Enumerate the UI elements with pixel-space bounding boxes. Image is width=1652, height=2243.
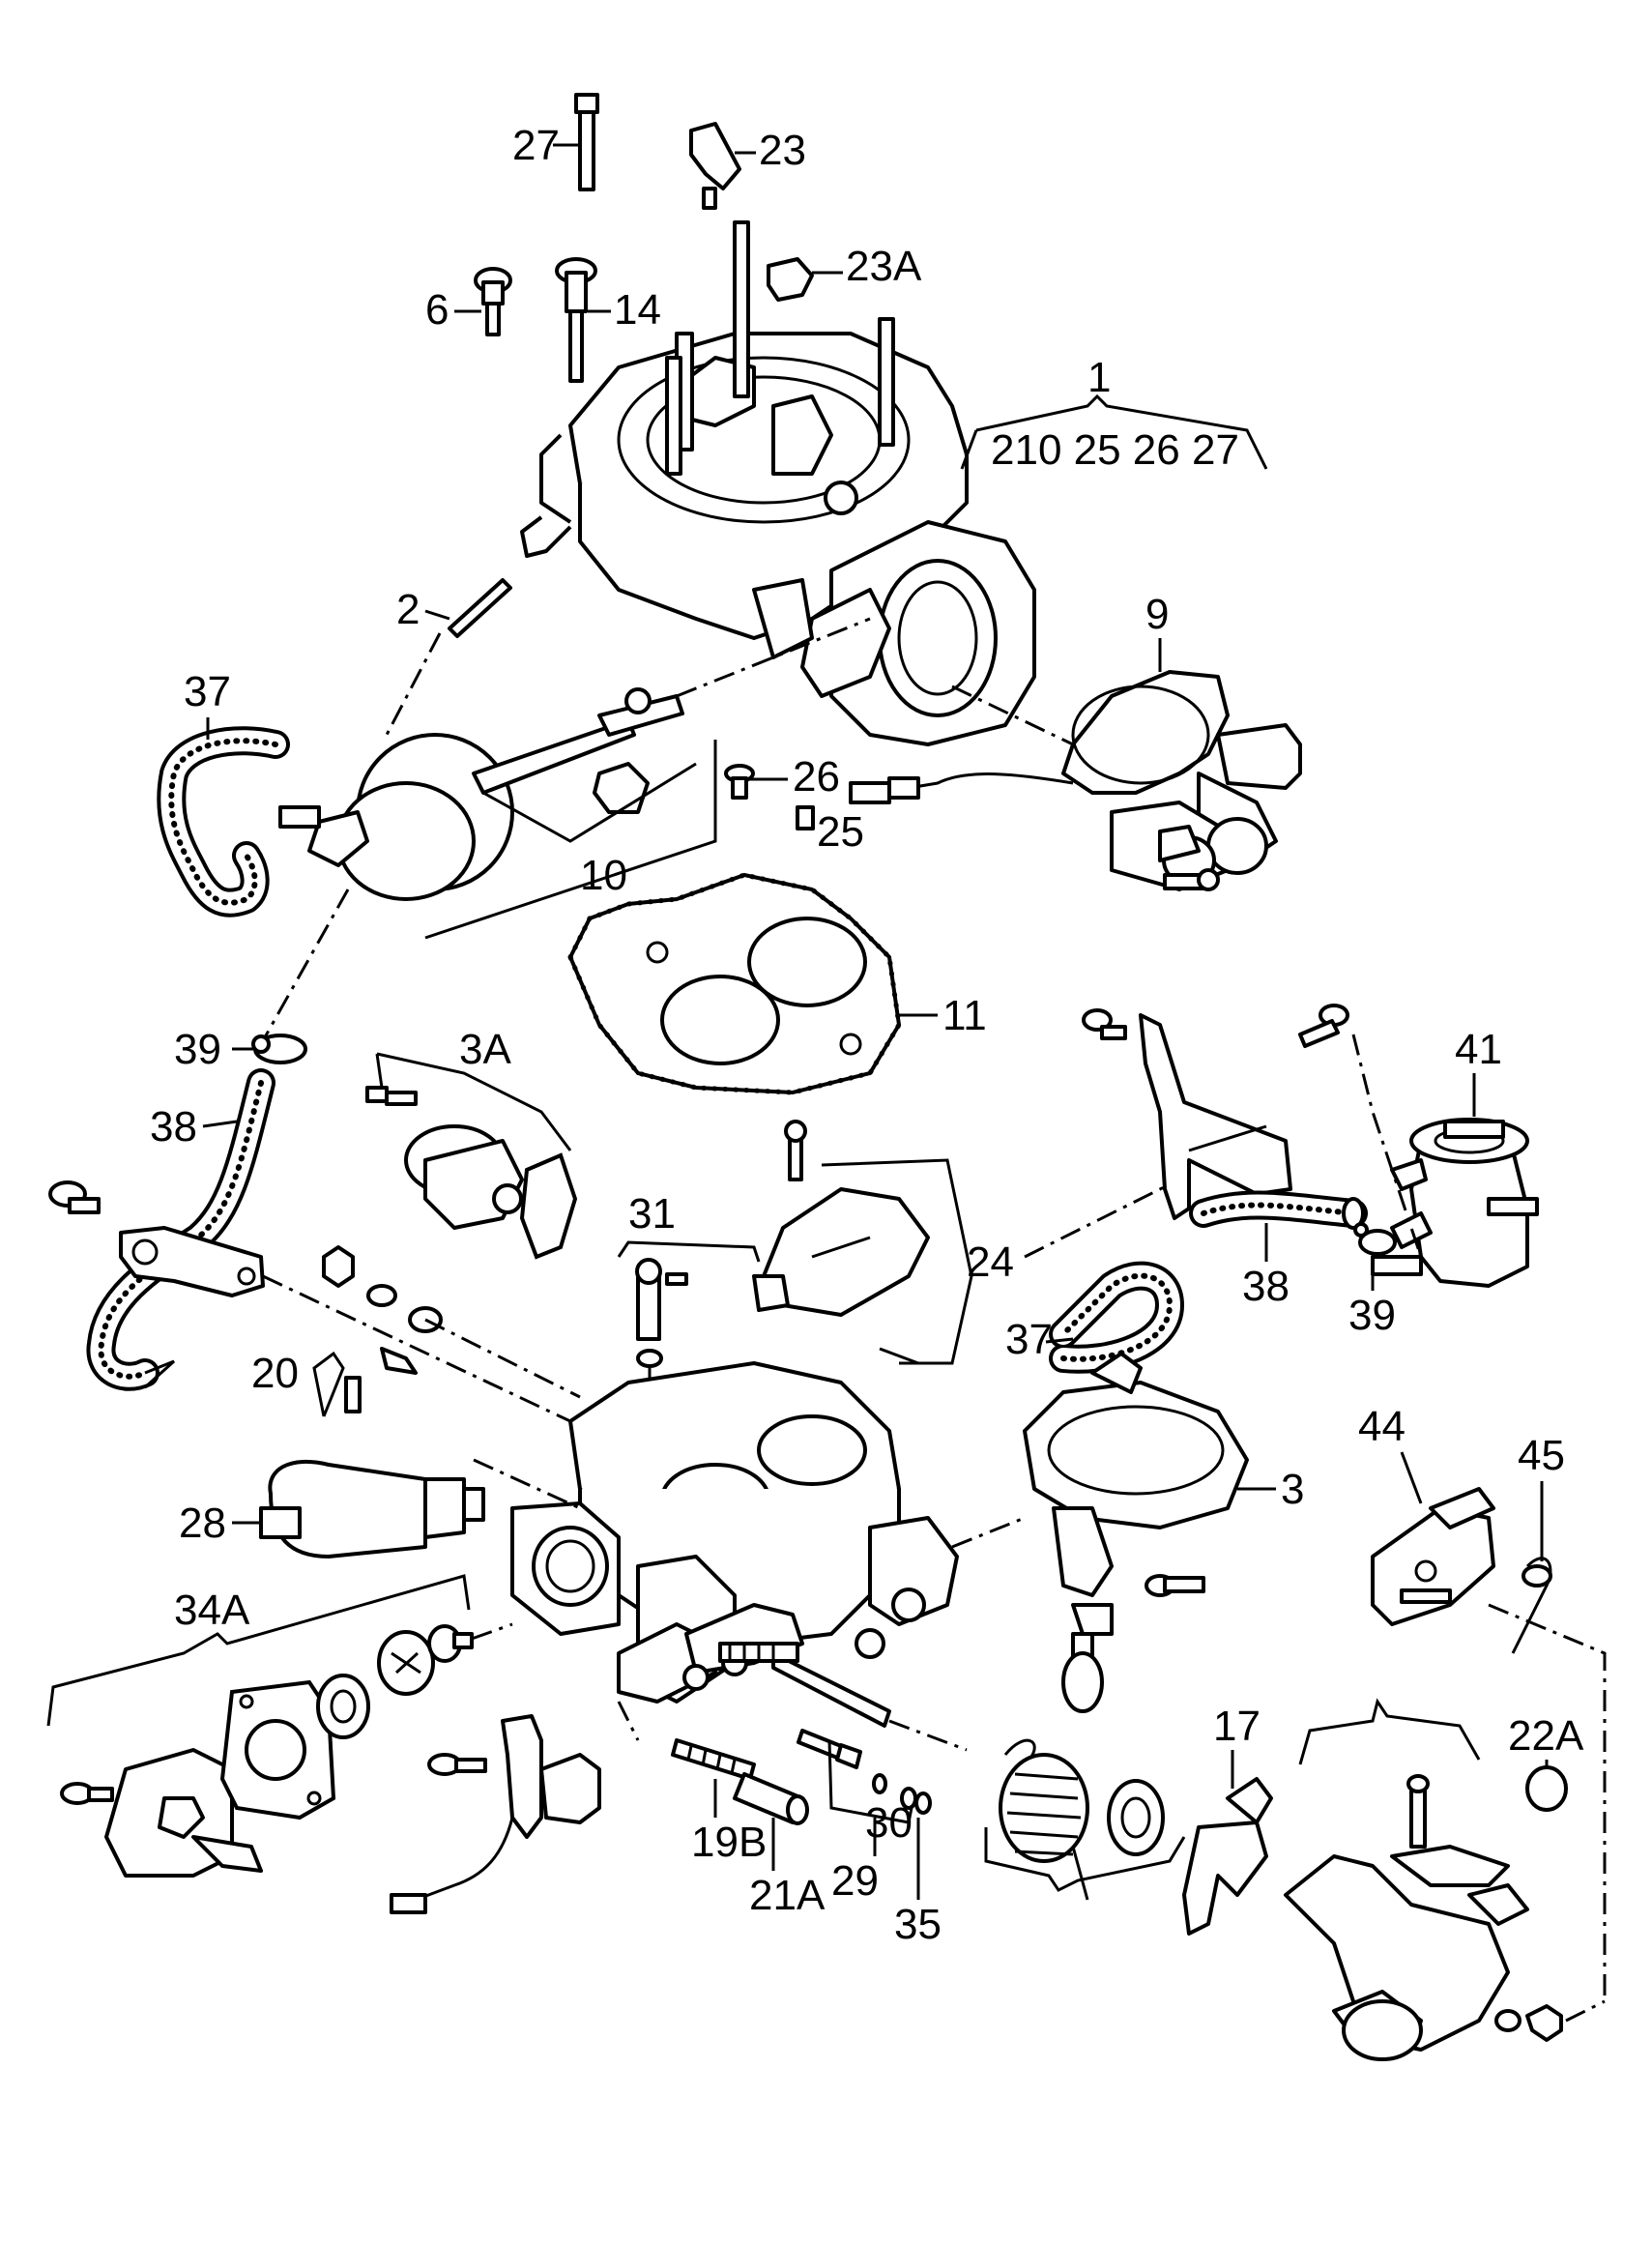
part-37-hose-mid [1049, 1261, 1184, 1374]
part-6-screw [474, 267, 512, 336]
part-carburetor-body-lower [510, 1361, 959, 1704]
label-23a: 23A [846, 243, 922, 290]
part-linkage [617, 1603, 891, 1728]
part-14-bolt [555, 257, 597, 383]
part-31-jet [635, 1258, 688, 1368]
part-34a-assembly [60, 1622, 513, 1878]
label-28: 28 [179, 1500, 226, 1547]
part-17-lever [1182, 1777, 1273, 1936]
label-14: 14 [614, 286, 661, 334]
part-37-hose-upper [157, 726, 290, 918]
label-44: 44 [1358, 1403, 1406, 1450]
part-27-screw [574, 93, 599, 191]
label-39-upper: 39 [174, 1026, 221, 1073]
part-44-connector [1371, 1487, 1495, 1626]
label-34a: 34A [174, 1587, 250, 1634]
label-37-upper: 37 [184, 668, 231, 715]
label-21a: 21A [749, 1872, 826, 1919]
part-20-fasteners [322, 1245, 443, 1413]
label-3a: 3A [459, 1026, 511, 1073]
part-2-screw [448, 578, 512, 638]
label-41: 41 [1455, 1026, 1502, 1073]
part-3-diaphragm [1023, 1352, 1249, 1713]
label-38-right: 38 [1242, 1263, 1290, 1310]
label-39-right: 39 [1348, 1292, 1396, 1339]
label-45: 45 [1518, 1432, 1565, 1479]
label-23: 23 [759, 127, 806, 174]
part-41-valve-bracket [1082, 1004, 1539, 1288]
label-17: 17 [1213, 1703, 1261, 1750]
label-25: 25 [817, 808, 864, 856]
part-24-cover [752, 1120, 930, 1365]
label-2: 2 [396, 586, 420, 633]
part-21a-sleeve [733, 1772, 809, 1825]
label-1-group: 210 25 26 27 [991, 426, 1239, 474]
part-23-cap [689, 122, 741, 210]
label-1: 1 [1087, 354, 1111, 401]
part-9-choke-housing [849, 670, 1302, 891]
label-27: 27 [512, 122, 560, 169]
part-26-screw [724, 764, 755, 800]
part-spring-assembly [999, 1738, 1165, 1901]
label-24: 24 [967, 1238, 1014, 1286]
part-11-gasket [567, 872, 902, 1095]
label-19b: 19B [691, 1819, 767, 1866]
part-22a-assembly [1284, 1765, 1568, 2061]
label-31: 31 [628, 1190, 676, 1238]
part-3a-unit [365, 1086, 578, 1260]
part-28-solenoid [259, 1459, 485, 1558]
part-39-clamp-right [1353, 1222, 1397, 1256]
label-26: 26 [793, 753, 840, 801]
label-37-mid: 37 [1005, 1316, 1053, 1363]
part-idle-solenoid [390, 1714, 601, 1914]
part-35-rings [900, 1787, 932, 1815]
part-19b-screw [671, 1738, 756, 1781]
part-45-clip [1511, 1557, 1552, 1654]
part-29-needle [797, 1729, 862, 1769]
part-23a-plug [767, 257, 814, 302]
part-10-vacuum-unit [278, 687, 684, 901]
part-1-carburetor-top [520, 220, 1036, 746]
label-20: 20 [251, 1350, 299, 1397]
label-38-left: 38 [150, 1103, 197, 1151]
label-3: 3 [1281, 1466, 1304, 1513]
part-30-oring [872, 1773, 887, 1794]
label-35: 35 [894, 1901, 942, 1948]
label-10: 10 [580, 852, 627, 899]
label-9: 9 [1145, 591, 1169, 638]
label-6: 6 [425, 286, 449, 334]
part-38-hose-right [1189, 1190, 1368, 1230]
part-39-clamp-upper [251, 1034, 307, 1064]
label-22a: 22A [1508, 1712, 1584, 1760]
part-bracket-left [48, 1180, 265, 1297]
part-25-screw [796, 805, 815, 830]
label-29: 29 [831, 1857, 879, 1905]
label-11: 11 [942, 992, 987, 1039]
